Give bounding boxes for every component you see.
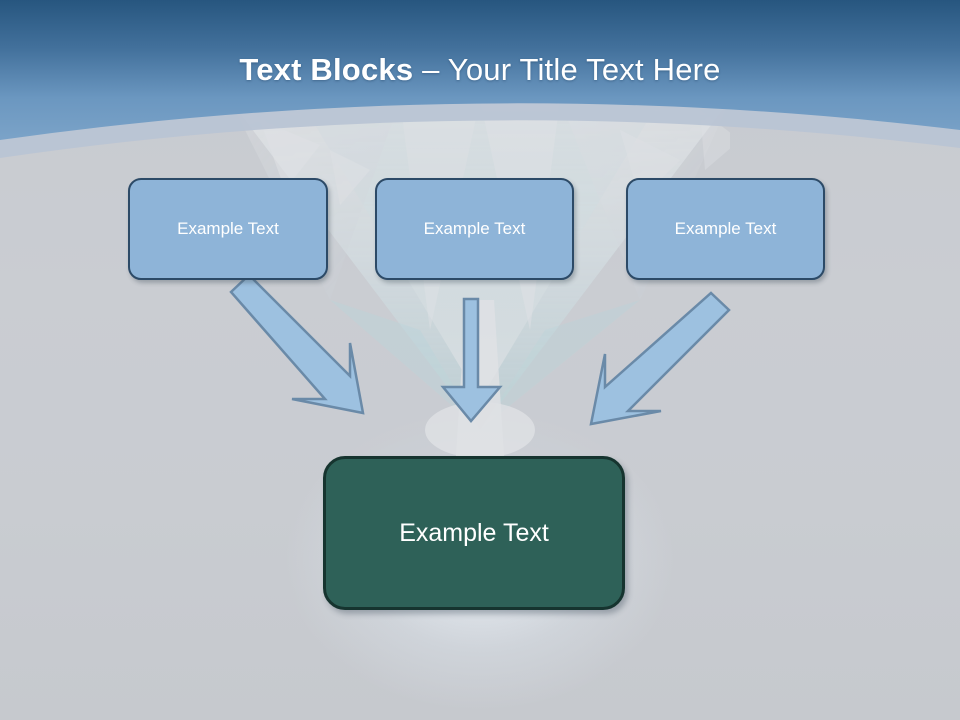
text-block-left[interactable]: Example Text (128, 178, 328, 280)
arrow-right-diagonal (589, 291, 731, 426)
title-separator: – (413, 52, 448, 87)
text-block-middle-label: Example Text (423, 219, 526, 238)
title-strong-part: Text Blocks (239, 52, 414, 87)
arrow-left-diagonal (229, 273, 365, 415)
text-block-middle[interactable]: Example Text (375, 178, 574, 280)
result-text-block-label: Example Text (399, 518, 549, 547)
page-title: Text Blocks – Your Title Text Here (0, 52, 960, 88)
text-block-left-label: Example Text (177, 219, 279, 238)
title-light-part: Your Title Text Here (447, 52, 721, 87)
result-text-block[interactable]: Example Text (323, 456, 625, 610)
header-banner (0, 0, 960, 158)
text-block-right-label: Example Text (674, 219, 777, 238)
text-block-right[interactable]: Example Text (626, 178, 825, 280)
arrow-middle-vertical (440, 297, 503, 423)
